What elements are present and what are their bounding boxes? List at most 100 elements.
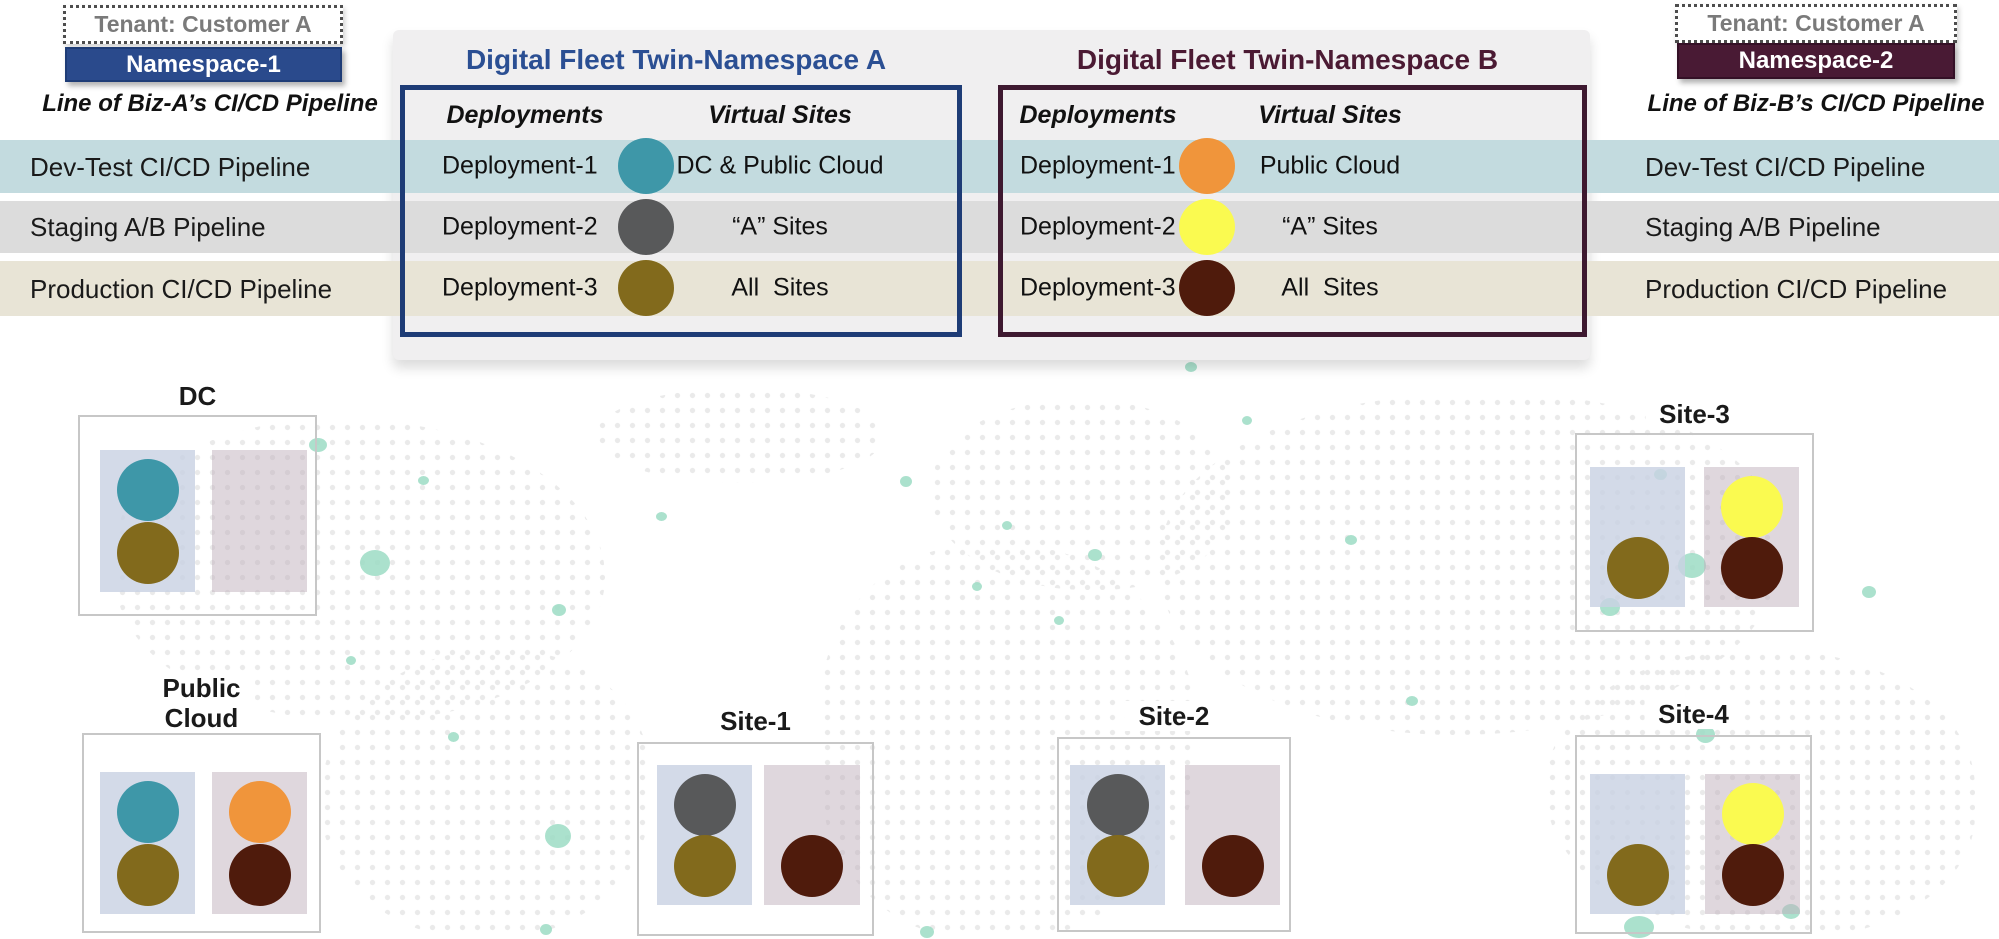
site-label: Site-3 [1645, 399, 1744, 429]
virtual-sites-value: All Sites [1281, 273, 1379, 302]
deployment-dot [1179, 199, 1235, 255]
namespace-a-table [400, 85, 962, 337]
namespace-b-table [998, 85, 1587, 337]
tenant-badge-left: Tenant: Customer A [63, 5, 343, 44]
site-box-site-4: Site-4 [1575, 699, 1812, 934]
site-label: DC [164, 381, 231, 411]
namespace-a-deployment-area [1590, 774, 1685, 914]
namespace-b-col-deployments: Deployments [1019, 101, 1177, 129]
deployment-label: Deployment-3 [442, 273, 598, 302]
site-box-dc: DC [78, 381, 317, 616]
namespace-a-col-virtual-sites: Virtual Sites [708, 101, 852, 129]
namespace-a-deployment-area [100, 772, 195, 914]
site-box-site-3: Site-3 [1575, 399, 1814, 632]
deployment-label: Deployment-2 [442, 212, 598, 241]
map-accent-dot [900, 476, 912, 487]
namespace-b-deployment-area [1705, 774, 1800, 914]
site-label: Site-1 [706, 706, 805, 736]
namespace-a-deployment-area [100, 450, 195, 592]
deployment-dot [1179, 260, 1235, 316]
site-dot [1606, 844, 1669, 906]
virtual-sites-value: Public Cloud [1259, 151, 1401, 180]
map-accent-dot [552, 604, 566, 616]
pipeline-caption-right: Line of Biz-B’s CI/CD Pipeline [1647, 90, 1985, 117]
deployment-label: Deployment-1 [1020, 151, 1176, 180]
pipeline-label-right: Dev-Test CI/CD Pipeline [1645, 151, 1926, 182]
map-accent-dot [1185, 362, 1197, 372]
map-accent-dot [1002, 521, 1012, 530]
deployment-label: Deployment-2 [1020, 212, 1176, 241]
site-label: Public Cloud [148, 673, 255, 733]
map-accent-dot [1054, 616, 1064, 625]
site-dot [116, 459, 179, 521]
map-accent-dot [920, 926, 934, 938]
map-accent-dot [1088, 549, 1102, 561]
namespace-b-title: Digital Fleet Twin-Namespace B [1076, 44, 1499, 75]
map-accent-dot [360, 550, 390, 576]
site-dot [116, 844, 179, 906]
map-accent-dot [972, 582, 982, 591]
pipeline-label-left: Staging A/B Pipeline [30, 212, 266, 242]
site-box-site-1: Site-1 [637, 706, 874, 936]
pipeline-caption-left: Line of Biz-A’s CI/CD Pipeline [42, 90, 378, 117]
map-accent-dot [346, 656, 356, 665]
site-dot [1720, 537, 1783, 599]
site-dot [228, 781, 291, 843]
deployment-dot [1179, 138, 1235, 194]
namespace-b-deployment-area [764, 765, 860, 905]
site-label: Site-2 [1124, 701, 1224, 731]
pipeline-label-right: Staging A/B Pipeline [1645, 212, 1881, 242]
namespace-a-deployment-area [1070, 765, 1165, 905]
namespace-b-deployment-area [1185, 765, 1280, 905]
site-dot [228, 844, 291, 906]
map-accent-dot [1406, 696, 1418, 706]
deployment-dot [618, 138, 674, 194]
pipeline-label-right: Production CI/CD Pipeline [1645, 273, 1948, 304]
namespace-b-deployment-area [1704, 467, 1799, 607]
site-box-public-cloud: Public Cloud [82, 673, 321, 933]
site-dot [1720, 476, 1783, 538]
virtual-sites-value: “A” Sites [732, 212, 828, 241]
deployment-label: Deployment-1 [442, 151, 598, 180]
site-label: Site-4 [1644, 699, 1743, 729]
site-dot [1086, 835, 1149, 897]
namespace-a-title: Digital Fleet Twin-Namespace A [465, 44, 887, 75]
map-accent-dot [1696, 726, 1715, 743]
site-dot [673, 835, 736, 897]
deployment-dot [618, 260, 674, 316]
map-accent-dot [1862, 586, 1876, 598]
site-dot [116, 522, 179, 584]
deployment-dot [618, 199, 674, 255]
map-region-south-america [320, 650, 650, 939]
map-accent-dot [448, 732, 459, 742]
site-dot [1606, 537, 1669, 599]
namespace-b-deployment-area [212, 450, 307, 592]
map-accent-dot [309, 438, 327, 452]
namespace-2-badge: Namespace-2 [1677, 43, 1955, 79]
namespace-a-deployment-area [1590, 467, 1685, 607]
pipeline-label-left: Production CI/CD Pipeline [30, 273, 333, 304]
namespace-b-col-virtual-sites: Virtual Sites [1258, 101, 1402, 129]
site-dot [116, 781, 179, 843]
tenant-badge-right: Tenant: Customer A [1675, 4, 1957, 43]
site-dot [1721, 844, 1784, 906]
deployment-label: Deployment-3 [1020, 273, 1176, 302]
virtual-sites-value: DC & Public Cloud [676, 151, 884, 180]
map-accent-dot [1242, 416, 1252, 425]
map-accent-dot [656, 512, 667, 521]
virtual-sites-value: All Sites [731, 273, 829, 302]
pipeline-label-left: Dev-Test CI/CD Pipeline [30, 151, 311, 182]
namespace-a-col-deployments: Deployments [446, 101, 604, 129]
namespace-b-deployment-area [212, 772, 307, 914]
namespace-1-badge: Namespace-1 [65, 47, 342, 82]
site-dot [781, 835, 843, 897]
site-box-site-2: Site-2 [1057, 701, 1291, 932]
map-accent-dot [1345, 535, 1357, 545]
map-accent-dot [545, 824, 571, 848]
virtual-sites-value: “A” Sites [1282, 212, 1378, 241]
site-dot [1086, 774, 1149, 836]
site-dot [1201, 835, 1264, 897]
site-dot [673, 774, 736, 836]
map-accent-dot [418, 476, 429, 485]
